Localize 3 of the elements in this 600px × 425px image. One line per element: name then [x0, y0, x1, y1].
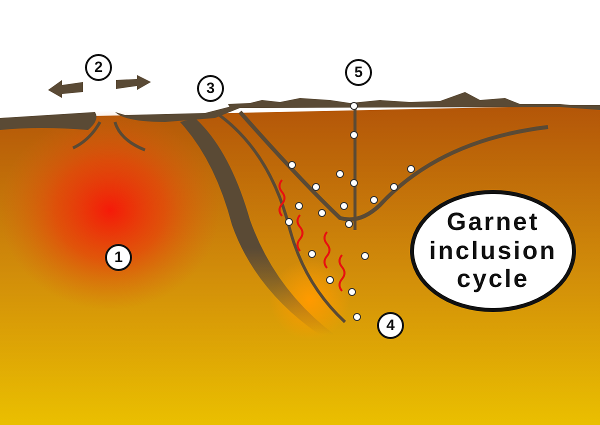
callout-number: 2: [85, 54, 112, 81]
callout-number: 3: [197, 75, 224, 102]
callout-number: 5: [345, 59, 372, 86]
